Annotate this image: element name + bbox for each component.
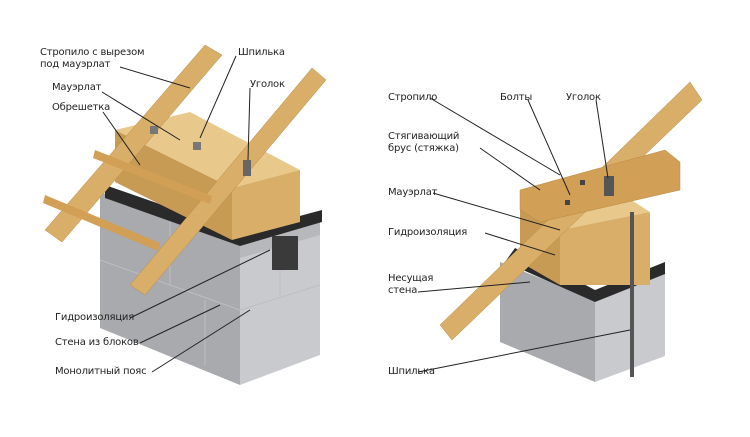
- lathing-board-2: [43, 195, 160, 251]
- label-line-1: Несущая: [388, 273, 434, 284]
- left-assembly: [43, 44, 327, 385]
- anchor-bracket: [272, 236, 298, 270]
- leader-lines: [101, 55, 631, 373]
- label-line-2: брус (стяжка): [388, 143, 459, 154]
- angle-bracket: [604, 176, 614, 196]
- threaded-stud: [630, 212, 634, 377]
- label-lathing: Обрешетка: [52, 102, 111, 113]
- label-line-2: стена: [388, 285, 418, 296]
- stud-nut: [193, 142, 201, 150]
- label-line-1: Стягивающий: [388, 131, 460, 142]
- mauerlat-top: [115, 112, 300, 188]
- rafter-right: [129, 67, 327, 296]
- label-monolithic-belt: Монолитный пояс: [55, 366, 147, 377]
- bolt: [565, 200, 570, 205]
- label-block-wall: Стена из блоков: [55, 337, 139, 348]
- label-rafter-right: Стропило: [388, 92, 438, 103]
- label-angle-left: Уголок: [250, 79, 285, 90]
- rafter-left: [44, 44, 223, 243]
- mauerlat-front: [560, 212, 650, 285]
- block-wall-right-face: [240, 218, 320, 385]
- angle-bracket: [243, 160, 251, 176]
- label-waterproofing-left: Гидроизоляция: [55, 312, 135, 323]
- label-mauerlat-right: Мауэрлат: [388, 187, 438, 198]
- label-line-2: под мауэрлат: [40, 59, 111, 70]
- label-line-1: Стропило с вырезом: [40, 47, 145, 58]
- waterproofing-membrane: [105, 185, 322, 246]
- label-angle-right: Уголок: [566, 92, 601, 103]
- waterproofing-membrane: [505, 248, 665, 302]
- block-joints: [99, 216, 321, 365]
- mauerlat-front: [232, 170, 300, 240]
- bearing-wall-left-face: [500, 262, 595, 382]
- bolt-2: [580, 180, 585, 185]
- stud-nut-2: [150, 126, 158, 134]
- tie-beam: [519, 149, 681, 223]
- label-stud-right: Шпилька: [388, 366, 435, 377]
- label-bolts: Болты: [500, 92, 533, 103]
- lathing-board-1: [93, 150, 212, 204]
- label-mauerlat-left: Мауэрлат: [52, 82, 102, 93]
- right-assembly: [439, 81, 703, 382]
- label-stud-left: Шпилька: [238, 47, 285, 58]
- label-waterproofing-right: Гидроизоляция: [388, 227, 468, 238]
